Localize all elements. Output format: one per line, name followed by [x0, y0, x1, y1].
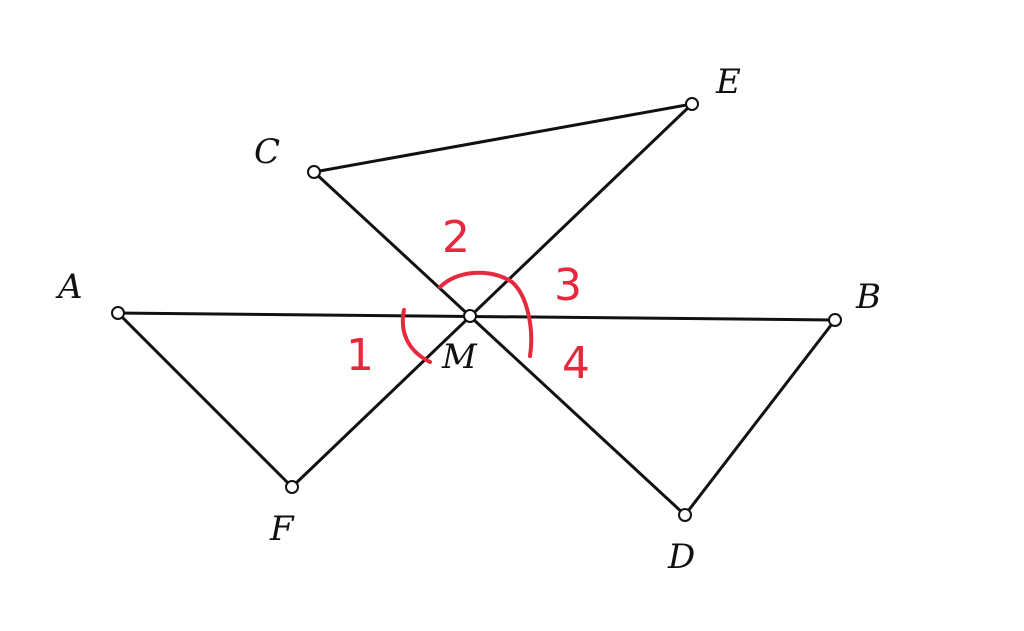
point-C	[307, 165, 321, 179]
points	[111, 97, 842, 522]
label-C: C	[254, 132, 280, 172]
segment-AF	[116, 311, 294, 489]
angle-numbers: 1 2 3 4	[346, 212, 590, 389]
point-A	[111, 306, 125, 320]
point-D	[678, 508, 692, 522]
segment-BD	[683, 318, 837, 517]
label-F: F	[269, 509, 295, 549]
angle-number-1: 1	[346, 330, 374, 381]
label-D: D	[667, 537, 695, 577]
angle-number-4: 4	[562, 338, 590, 389]
angle-2-3-arc	[438, 270, 534, 358]
segment-EF	[290, 102, 694, 489]
label-A: A	[55, 267, 83, 307]
point-labels: A B C D E F M	[55, 62, 881, 577]
point-M	[463, 309, 477, 323]
angle-number-2: 2	[442, 212, 470, 263]
point-F	[285, 480, 299, 494]
angle-number-3: 3	[554, 260, 582, 311]
angle-annotations	[400, 270, 534, 364]
label-E: E	[715, 62, 741, 102]
segments	[116, 102, 837, 517]
label-M: M	[441, 337, 478, 377]
segment-CE	[312, 102, 694, 174]
point-B	[828, 313, 842, 327]
segment-CD	[312, 170, 687, 517]
label-B: B	[855, 277, 881, 317]
point-E	[685, 97, 699, 111]
angle-1-arc	[400, 308, 432, 364]
